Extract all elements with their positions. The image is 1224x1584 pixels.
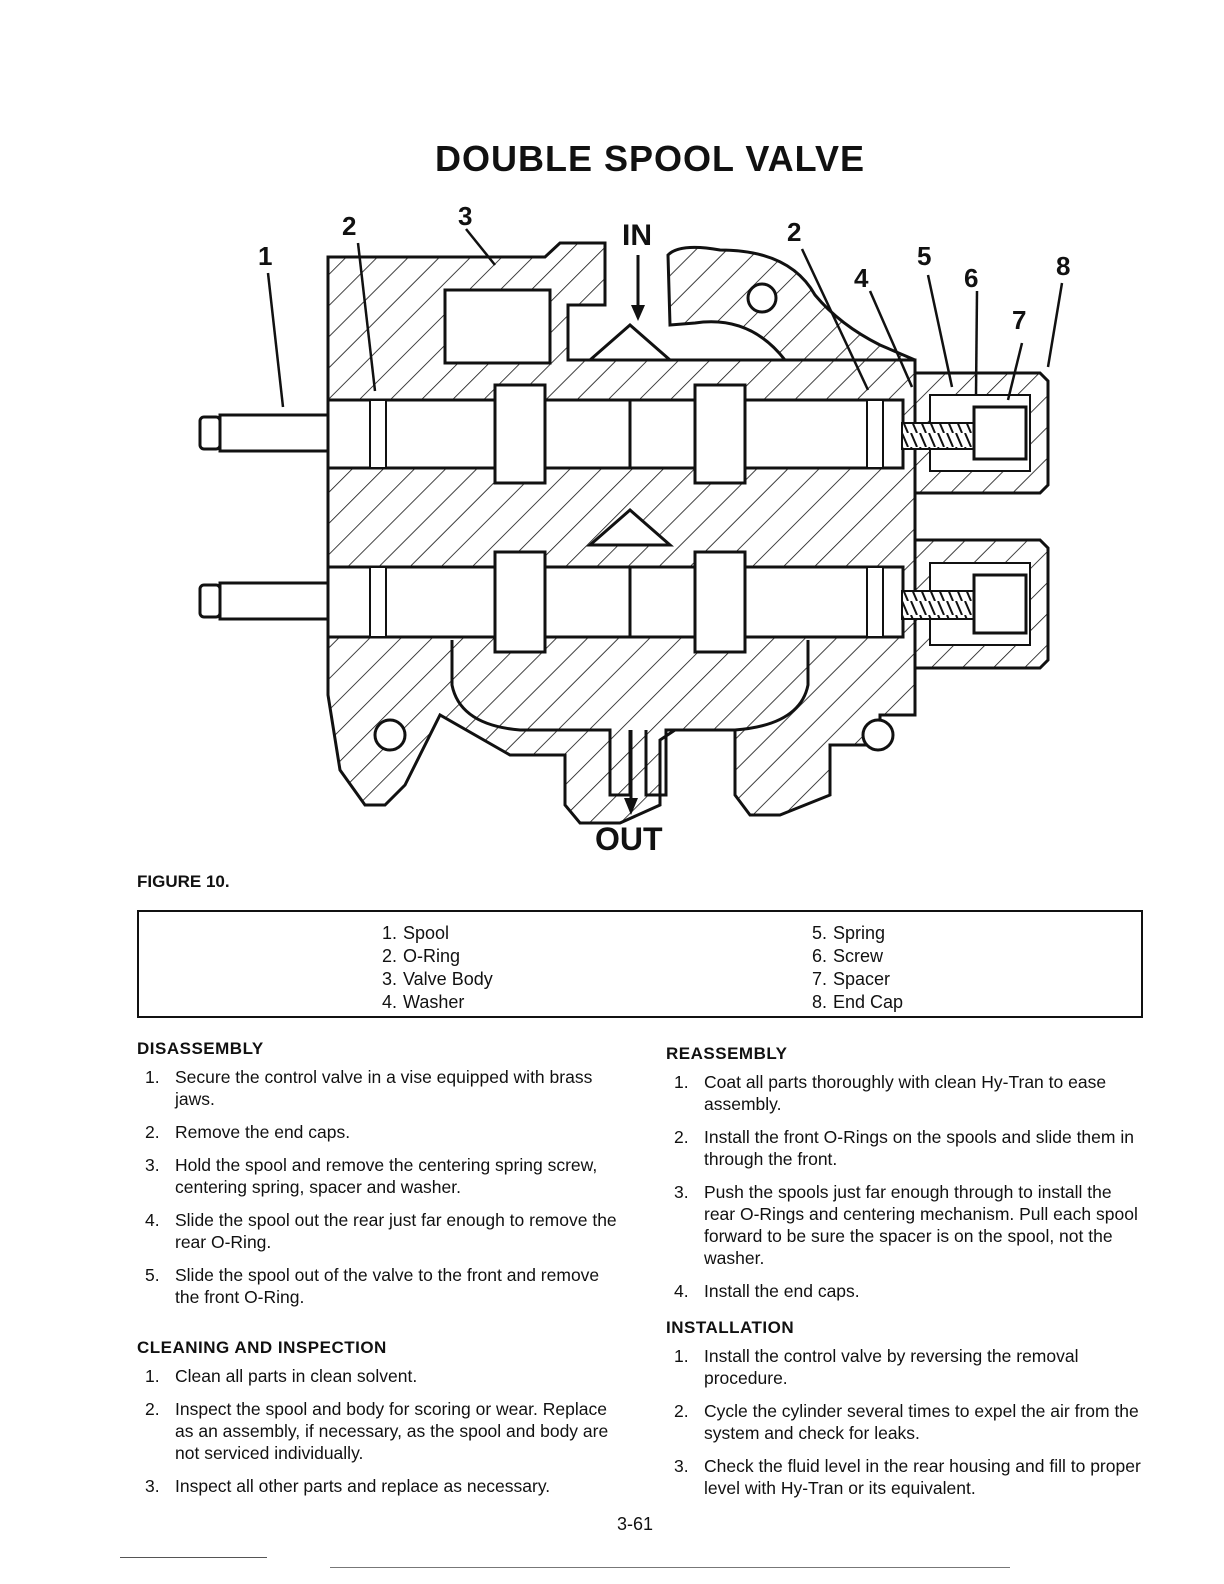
out-label: OUT	[595, 821, 663, 855]
list-item: 3.Push the spools just far enough throug…	[674, 1182, 1138, 1268]
section-heading: INSTALLATION	[666, 1318, 795, 1337]
callout-3: 3	[458, 201, 472, 231]
list-item: 1.Install the control valve by reversing…	[674, 1346, 1079, 1388]
parts-legend: 1.Spool 2.O-Ring 3.Valve Body 4.Washer 5…	[137, 910, 1143, 1018]
callout-4: 4	[854, 263, 869, 293]
list-item: 2.Remove the end caps.	[145, 1122, 351, 1142]
legend-item: 8.End Cap	[811, 992, 904, 1012]
section-heading: DISASSEMBLY	[137, 1039, 264, 1058]
end-cap-upper	[901, 371, 1050, 495]
list-item: 1.Secure the control valve in a vise equ…	[145, 1067, 593, 1109]
figure-label: FIGURE 10.	[137, 872, 230, 891]
list-item: 2.Install the front O-Rings on the spool…	[674, 1127, 1134, 1169]
callout-1: 1	[258, 241, 272, 271]
list-item: 2.Inspect the spool and body for scoring…	[145, 1399, 609, 1463]
callout-6: 6	[964, 263, 978, 293]
legend-list-left: 1.Spool 2.O-Ring 3.Valve Body 4.Washer	[369, 922, 493, 1014]
double-spool-valve-diagram: IN OUT 1 2 3 2 4 5 6 7 8	[198, 201, 1070, 855]
list-item: 5.Slide the spool out of the valve to th…	[145, 1265, 600, 1307]
page-number: 3-61	[616, 1514, 654, 1534]
callout-leaders	[266, 228, 1064, 408]
callout-5: 5	[917, 241, 931, 271]
list-item: 1.Coat all parts thoroughly with clean H…	[674, 1072, 1107, 1114]
legend-item: 6.Screw	[811, 946, 884, 966]
end-cap-lower	[901, 538, 1050, 670]
callout-2-right: 2	[787, 217, 801, 247]
callout-7: 7	[1012, 305, 1026, 335]
callout-2-left: 2	[342, 211, 356, 241]
list-item: 4.Slide the spool out the rear just far …	[145, 1210, 617, 1252]
callout-8: 8	[1056, 251, 1070, 281]
section-heading: CLEANING AND INSPECTION	[137, 1338, 387, 1357]
cleaning-section: CLEANING AND INSPECTION 1.Clean all part…	[137, 1337, 617, 1508]
valve-body	[326, 241, 917, 825]
section-heading: REASSEMBLY	[666, 1044, 788, 1063]
legend-list-right: 5.Spring 6.Screw 7.Spacer 8.End Cap	[799, 922, 903, 1014]
disassembly-section: DISASSEMBLY 1.Secure the control valve i…	[137, 1038, 617, 1319]
flow-in-arrow	[631, 255, 645, 321]
list-item: 3.Check the fluid level in the rear hous…	[674, 1456, 1141, 1498]
legend-item: 5.Spring	[811, 923, 886, 943]
list-item: 1.Clean all parts in clean solvent.	[145, 1366, 418, 1386]
flow-out-arrow	[624, 730, 638, 815]
legend-item: 2.O-Ring	[381, 946, 461, 966]
in-label: IN	[622, 219, 652, 252]
legend-item: 1.Spool	[381, 923, 450, 943]
page-title: DOUBLE SPOOL VALVE	[434, 138, 866, 179]
legend-item: 4.Washer	[381, 992, 465, 1012]
legend-item: 3.Valve Body	[381, 969, 493, 989]
list-item: 3.Hold the spool and remove the centerin…	[145, 1155, 598, 1197]
reassembly-section: REASSEMBLY 1.Coat all parts thoroughly w…	[666, 1043, 1146, 1313]
footer-rule	[120, 1557, 267, 1558]
legend-item: 7.Spacer	[811, 969, 891, 989]
upper-spool	[198, 383, 905, 485]
list-item: 3.Inspect all other parts and replace as…	[145, 1476, 551, 1496]
footer-rule	[330, 1567, 1010, 1568]
lower-spool	[198, 550, 905, 654]
list-item: 2.Cycle the cylinder several times to ex…	[674, 1401, 1139, 1443]
installation-section: INSTALLATION 1.Install the control valve…	[666, 1317, 1146, 1510]
list-item: 4.Install the end caps.	[674, 1281, 860, 1301]
